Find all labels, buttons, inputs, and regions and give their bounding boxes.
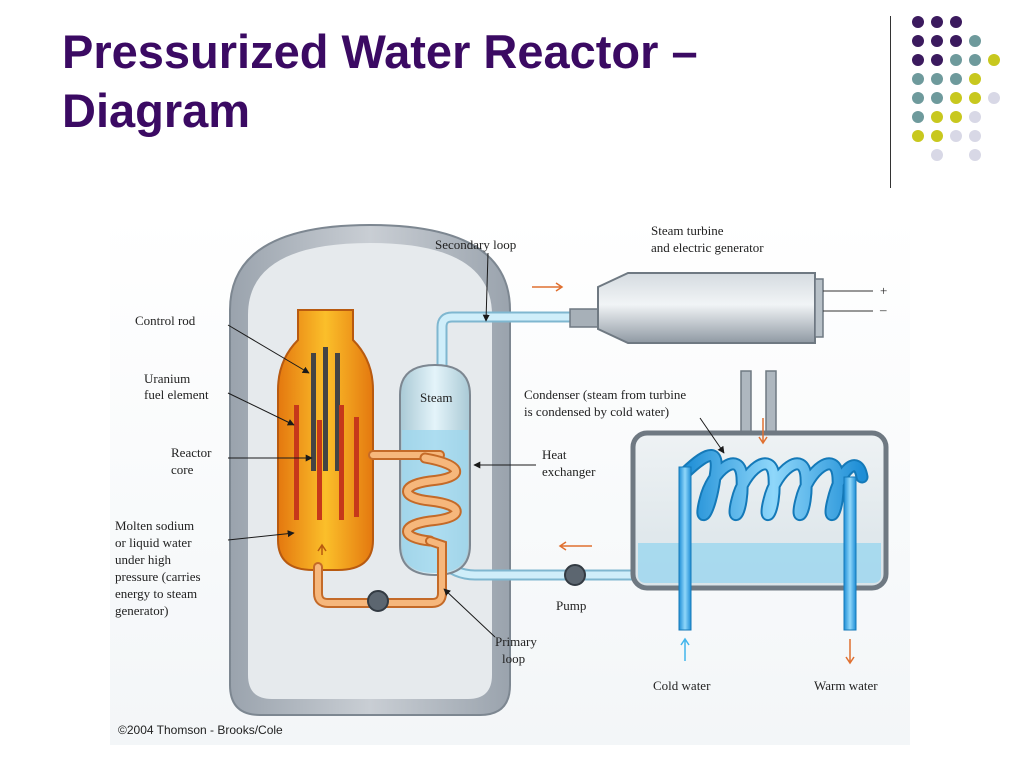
fuel-element-4 xyxy=(354,417,359,517)
primary-pump xyxy=(367,590,389,612)
secondary-pump xyxy=(564,564,586,586)
label-molten-3: under high xyxy=(115,552,171,567)
label-control-rod: Control rod xyxy=(135,313,196,328)
dot-row-5 xyxy=(912,92,1000,104)
cold-water-pipe xyxy=(678,466,692,631)
dot-row-3 xyxy=(912,54,1000,66)
leader-lines xyxy=(227,252,725,638)
fuel-element-3 xyxy=(339,405,344,520)
label-primary-loop-1: Primary xyxy=(495,634,537,649)
label-pump: Pump xyxy=(556,598,586,613)
generator-cap xyxy=(814,278,824,338)
label-molten-6: generator) xyxy=(115,603,168,618)
label-cold-water: Cold water xyxy=(653,678,711,693)
flow-arrow-core xyxy=(317,543,327,555)
flow-arrow-steam xyxy=(532,282,564,292)
label-heat-exchanger-2: exchanger xyxy=(542,464,596,479)
label-reactor-core-1: Reactor xyxy=(171,445,212,460)
fuel-element-2 xyxy=(317,420,322,520)
label-uranium-1: Uranium xyxy=(144,371,190,386)
control-rod-2 xyxy=(323,347,328,471)
label-plus: + xyxy=(880,283,887,298)
control-rod-1 xyxy=(311,353,316,471)
primary-loop xyxy=(313,450,462,608)
dot-row-4 xyxy=(912,73,981,85)
label-molten-1: Molten sodium xyxy=(115,518,194,533)
flow-arrow-return xyxy=(558,541,592,551)
turbine-inlet xyxy=(569,308,601,328)
label-steam-turbine-2: and electric generator xyxy=(651,240,764,255)
dot-row-1 xyxy=(912,16,962,28)
condenser-water xyxy=(638,543,881,583)
label-molten-4: pressure (carries xyxy=(115,569,201,584)
label-heat-exchanger-1: Heat xyxy=(542,447,567,462)
pwr-diagram: Secondary loop Steam turbine and electri… xyxy=(110,215,910,745)
copyright-credit: ©2004 Thomson - Brooks/Cole xyxy=(118,723,283,737)
label-molten-2: or liquid water xyxy=(115,535,192,550)
slide-title: Pressurized Water Reactor – Diagram xyxy=(62,22,862,140)
flow-arrow-warm xyxy=(845,639,855,665)
label-secondary-loop: Secondary loop xyxy=(435,237,516,252)
title-line-1: Pressurized Water Reactor – xyxy=(62,25,698,78)
label-condenser-2: is condensed by cold water) xyxy=(524,404,669,419)
dot-row-8 xyxy=(931,149,981,161)
label-steam-turbine-1: Steam turbine xyxy=(651,223,724,238)
label-uranium-2: fuel element xyxy=(144,387,209,402)
fuel-element-1 xyxy=(294,405,299,520)
title-divider xyxy=(890,16,891,188)
label-minus: – xyxy=(879,302,887,317)
label-condenser-1: Condenser (steam from turbine xyxy=(524,387,686,402)
label-molten-5: energy to steam xyxy=(115,586,197,601)
label-steam: Steam xyxy=(420,390,453,405)
warm-water-pipe xyxy=(843,476,857,631)
decorative-dot-grid xyxy=(912,16,1000,161)
exhaust-pipe-1 xyxy=(740,370,752,440)
label-warm-water: Warm water xyxy=(814,678,878,693)
dot-row-7 xyxy=(912,130,981,142)
cooling-coil xyxy=(678,449,869,522)
flow-arrow-condenser xyxy=(758,418,768,445)
control-rod-3 xyxy=(335,353,340,471)
title-line-2: Diagram xyxy=(62,84,251,138)
steam-turbine xyxy=(597,272,816,344)
label-reactor-core-2: core xyxy=(171,462,194,477)
flow-arrow-cold xyxy=(680,637,690,661)
dot-row-6 xyxy=(912,111,981,123)
dot-row-2 xyxy=(912,35,981,47)
exhaust-pipe-2 xyxy=(765,370,777,440)
label-primary-loop-2: loop xyxy=(502,651,525,666)
